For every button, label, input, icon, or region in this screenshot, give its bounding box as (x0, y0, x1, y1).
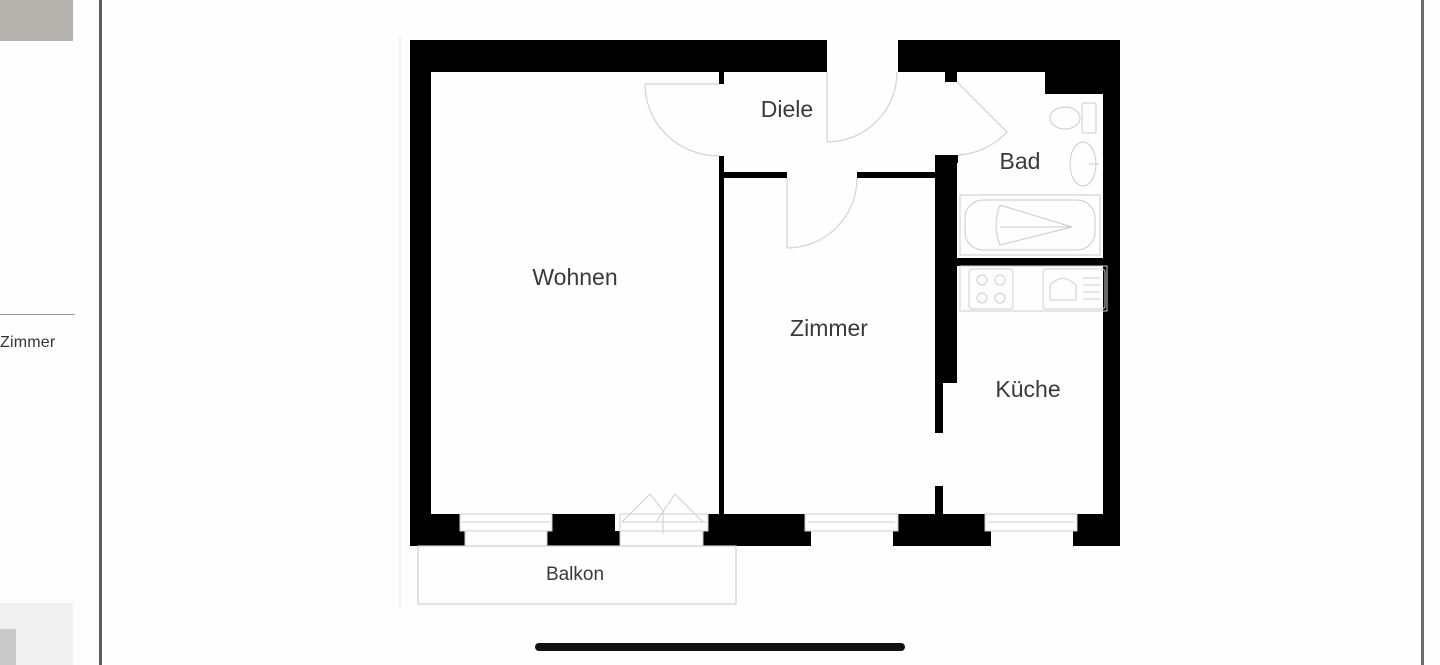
thumbnail-image-top[interactable] (0, 0, 73, 41)
left-thumbnail-pane: Zimmer (0, 0, 100, 665)
kitchen-fixtures (959, 265, 1108, 312)
room-label-zimmer: Zimmer (790, 315, 868, 341)
room-label-diele: Diele (761, 96, 813, 122)
viewer-frame-left-border (99, 0, 102, 665)
windows (459, 493, 1078, 547)
balcony-outline (417, 545, 737, 605)
divider (0, 314, 75, 315)
door-swings (644, 71, 1008, 249)
floorplan-viewer[interactable]: Wohnen Diele Bad Zimmer Küche Balkon (102, 0, 1421, 665)
viewer-frame-right-border (1421, 0, 1424, 665)
toilet-icon (1049, 102, 1097, 134)
room-label-wohnen: Wohnen (532, 264, 617, 290)
stove-icon (968, 268, 1014, 310)
home-indicator-bar[interactable] (535, 643, 905, 651)
walls (410, 40, 1120, 546)
floorplan-image: Wohnen Diele Bad Zimmer Küche Balkon (399, 36, 1120, 610)
bathroom-fixtures (959, 102, 1101, 256)
thumbnail-image-bottom[interactable] (0, 629, 16, 665)
sink-icon (1069, 141, 1099, 187)
kitchen-sink-icon (1042, 268, 1106, 310)
room-label-kueche: Küche (995, 376, 1060, 402)
listing-room-count-label: Zimmer (0, 334, 56, 351)
bathtub-icon (959, 194, 1101, 256)
room-label-bad: Bad (1000, 148, 1041, 174)
room-label-balkon: Balkon (546, 564, 604, 585)
